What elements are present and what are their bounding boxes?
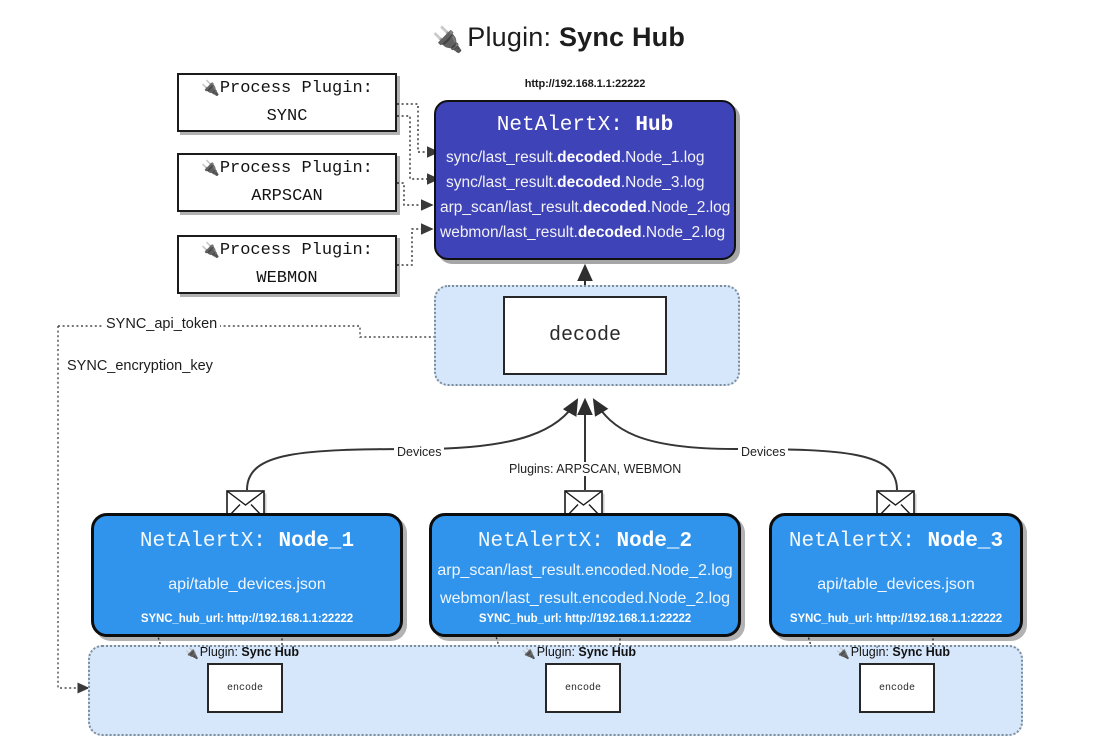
plugins-label-center: Plugins: ARPSCAN, WEBMON <box>506 462 685 476</box>
sync-hub-plugin-label: 🔌Plugin: Sync Hub <box>185 645 300 660</box>
hub-log-line: sync/last_result.decoded.Node_3.log <box>446 174 705 191</box>
process-plugin-line1: 🔌Process Plugin: <box>201 241 373 260</box>
sync-hub-plugin-label: 🔌Plugin: Sync Hub <box>522 645 637 660</box>
hub-log-line: arp_scan/last_result.decoded.Node_2.log <box>440 199 731 216</box>
plug-icon: 🔌 <box>201 81 220 98</box>
process-plugin-line2: ARPSCAN <box>251 187 323 206</box>
plug-icon: 🔌 <box>836 648 850 660</box>
node-file: webmon/last_result.encoded.Node_2.log <box>440 590 730 607</box>
node-file-list: api/table_devices.json <box>772 557 1020 613</box>
node-file: arp_scan/last_result.encoded.Node_2.log <box>437 562 733 579</box>
process-plugin-line2: SYNC <box>266 107 308 126</box>
decode-box[interactable]: decode <box>503 296 667 375</box>
node-file-list: api/table_devices.json <box>94 557 400 613</box>
node-box-node-1[interactable]: NetAlertX: Node_1 api/table_devices.json… <box>91 513 403 637</box>
plug-icon: 🔌 <box>522 648 536 660</box>
process-plugin-line2: WEBMON <box>256 269 318 288</box>
hub-url-label: http://192.168.1.1:22222 <box>524 78 646 90</box>
node-title: NetAlertX: Node_1 <box>139 530 355 553</box>
hub-log-list: sync/last_result.decoded.Node_1.log sync… <box>436 145 734 245</box>
node-box-node-3[interactable]: NetAlertX: Node_3 api/table_devices.json… <box>769 513 1023 637</box>
page-title-prefix: Plugin: <box>467 22 559 52</box>
plug-icon: 🔌 <box>201 161 220 178</box>
sync-api-token-label: SYNC_api_token <box>103 316 221 332</box>
sync-hub-plugin-label: 🔌Plugin: Sync Hub <box>836 645 951 660</box>
process-plugin-box-sync[interactable]: 🔌Process Plugin: SYNC <box>177 73 397 132</box>
node-file: api/table_devices.json <box>817 576 975 593</box>
node-hub-url: SYNC_hub_url: http://192.168.1.1:22222 <box>478 613 692 625</box>
encode-box-node-2[interactable]: encode <box>545 663 621 713</box>
plug-icon: 🔌 <box>201 243 220 260</box>
process-plugin-line1: 🔌Process Plugin: <box>201 159 373 178</box>
page-title: 🔌Plugin: Sync Hub <box>0 16 1117 61</box>
encode-box-node-3[interactable]: encode <box>859 663 935 713</box>
hub-log-line: sync/last_result.decoded.Node_1.log <box>446 149 705 166</box>
devices-label-right: Devices <box>738 445 789 459</box>
node-file: api/table_devices.json <box>168 576 326 593</box>
page-title-name: Sync Hub <box>558 22 686 52</box>
plug-icon: 🔌 <box>185 648 199 660</box>
plug-icon: 🔌 <box>431 26 464 54</box>
sync-encryption-key-label: SYNC_encryption_key <box>64 358 216 374</box>
hub-log-line: webmon/last_result.decoded.Node_2.log <box>440 224 726 241</box>
hub-box[interactable]: NetAlertX: Hub sync/last_result.decoded.… <box>434 100 736 260</box>
encode-box-node-1[interactable]: encode <box>207 663 283 713</box>
node-box-node-2[interactable]: NetAlertX: Node_2 arp_scan/last_result.e… <box>429 513 741 637</box>
process-plugin-box-webmon[interactable]: 🔌Process Plugin: WEBMON <box>177 235 397 294</box>
process-plugin-box-arpscan[interactable]: 🔌Process Plugin: ARPSCAN <box>177 153 397 212</box>
node-hub-url: SYNC_hub_url: http://192.168.1.1:22222 <box>140 613 354 625</box>
node-title: NetAlertX: Node_3 <box>788 530 1004 553</box>
node-file-list: arp_scan/last_result.encoded.Node_2.log … <box>432 557 738 613</box>
process-plugin-line1: 🔌Process Plugin: <box>201 79 373 98</box>
node-title: NetAlertX: Node_2 <box>477 530 693 553</box>
hub-title: NetAlertX: Hub <box>496 114 674 137</box>
node-hub-url: SYNC_hub_url: http://192.168.1.1:22222 <box>789 613 1003 625</box>
devices-label-left: Devices <box>394 445 445 459</box>
